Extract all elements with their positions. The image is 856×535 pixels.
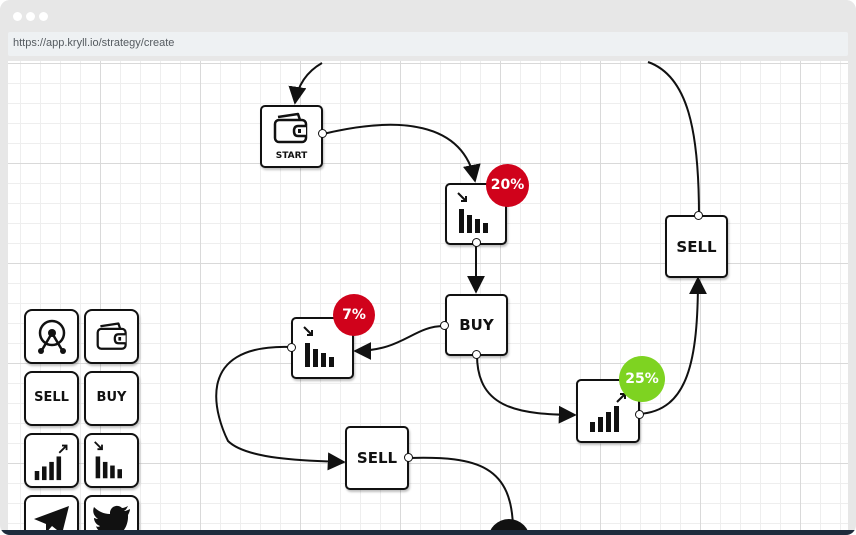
bar-chart-down-icon [457, 192, 488, 233]
price-drop-node[interactable] [445, 183, 507, 245]
drop-percent-badge: 20% [486, 164, 529, 207]
start-node-label: START [275, 151, 308, 161]
edge-selllower-down [408, 456, 514, 531]
palette-tile-label: BUY [96, 390, 127, 405]
sell-node-label: SELL [356, 449, 398, 467]
sell-node[interactable]: SELL [665, 215, 728, 278]
output-port[interactable] [440, 321, 449, 330]
buy-node-label: BUY [459, 316, 494, 334]
palette-tile-wallet[interactable] [84, 309, 139, 364]
palette-tile-buy[interactable]: BUY [84, 371, 139, 426]
palette-tile-price-drop[interactable] [84, 433, 139, 488]
twitter-icon [93, 505, 130, 531]
input-port[interactable] [694, 211, 703, 220]
output-port[interactable] [635, 410, 644, 419]
input-port[interactable] [287, 343, 296, 352]
output-port[interactable] [404, 453, 413, 462]
window-dot[interactable] [39, 12, 48, 21]
bar-chart-up-icon [34, 444, 68, 481]
output-port[interactable] [472, 350, 481, 359]
palette-tile-twitter[interactable] [84, 495, 139, 531]
palette-tile-exchange[interactable] [24, 309, 79, 364]
start-node[interactable]: START [260, 105, 323, 168]
output-port[interactable] [318, 129, 327, 138]
edge-start-dip20 [322, 123, 481, 183]
bar-chart-down-icon [303, 326, 334, 367]
bar-chart-down-icon [94, 441, 122, 479]
sell-node[interactable]: SELL [345, 426, 409, 490]
sell-node-label: SELL [676, 238, 717, 256]
output-port[interactable] [472, 238, 481, 247]
window-dot[interactable] [26, 12, 35, 21]
bottom-bar [0, 530, 856, 535]
connections-layer [215, 61, 707, 531]
palette-tile-label: SELL [34, 390, 69, 405]
window-dot[interactable] [13, 12, 22, 21]
palette-tile-telegram[interactable] [24, 495, 79, 531]
rise-percent-badge: 25% [619, 356, 665, 402]
address-bar[interactable]: https://app.kryll.io/strategy/create [8, 32, 848, 56]
palette-tile-price-rise[interactable] [24, 433, 79, 488]
url-text: https://app.kryll.io/strategy/create [13, 37, 175, 49]
buy-node[interactable]: BUY [445, 294, 508, 356]
edge-buy-dip7 [353, 325, 445, 360]
offscreen-node[interactable] [488, 519, 530, 531]
edge-sellright-up [647, 61, 700, 217]
wallet-icon [96, 322, 127, 350]
telegram-icon [34, 506, 69, 531]
edge-incoming-start [288, 62, 323, 105]
edge-rise25-sellright [638, 276, 707, 415]
edge-buy-rise25 [476, 354, 577, 424]
exchange-icon [38, 319, 66, 354]
palette-tile-sell[interactable]: SELL [24, 371, 79, 426]
strategy-canvas[interactable]: START 20% BUY [8, 61, 848, 531]
drop-percent-badge: 7% [333, 294, 375, 336]
edge-dip7-selllower [215, 345, 346, 471]
wallet-icon [273, 112, 308, 144]
browser-titlebar [0, 0, 856, 28]
